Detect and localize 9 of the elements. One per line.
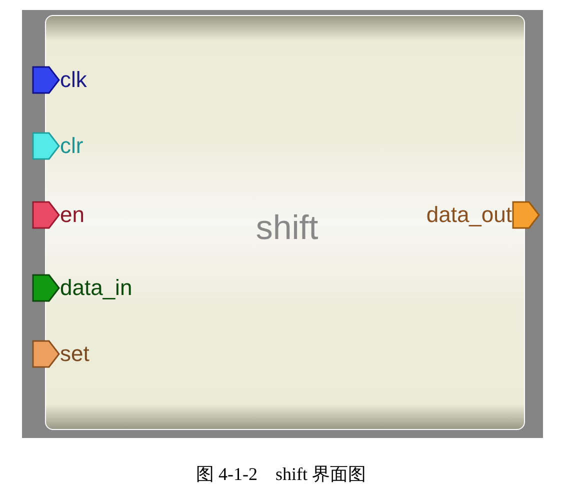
- port-label: clk: [60, 67, 87, 93]
- port-label: data_out: [426, 202, 512, 228]
- module-name: shift: [256, 208, 318, 248]
- port-label: data_in: [60, 275, 132, 301]
- port-label: en: [60, 202, 84, 228]
- port-label: set: [60, 341, 90, 367]
- module-block: [45, 15, 525, 430]
- port-label: clr: [60, 133, 84, 159]
- caption: 图 4-1-2 shift 界面图: [196, 464, 366, 484]
